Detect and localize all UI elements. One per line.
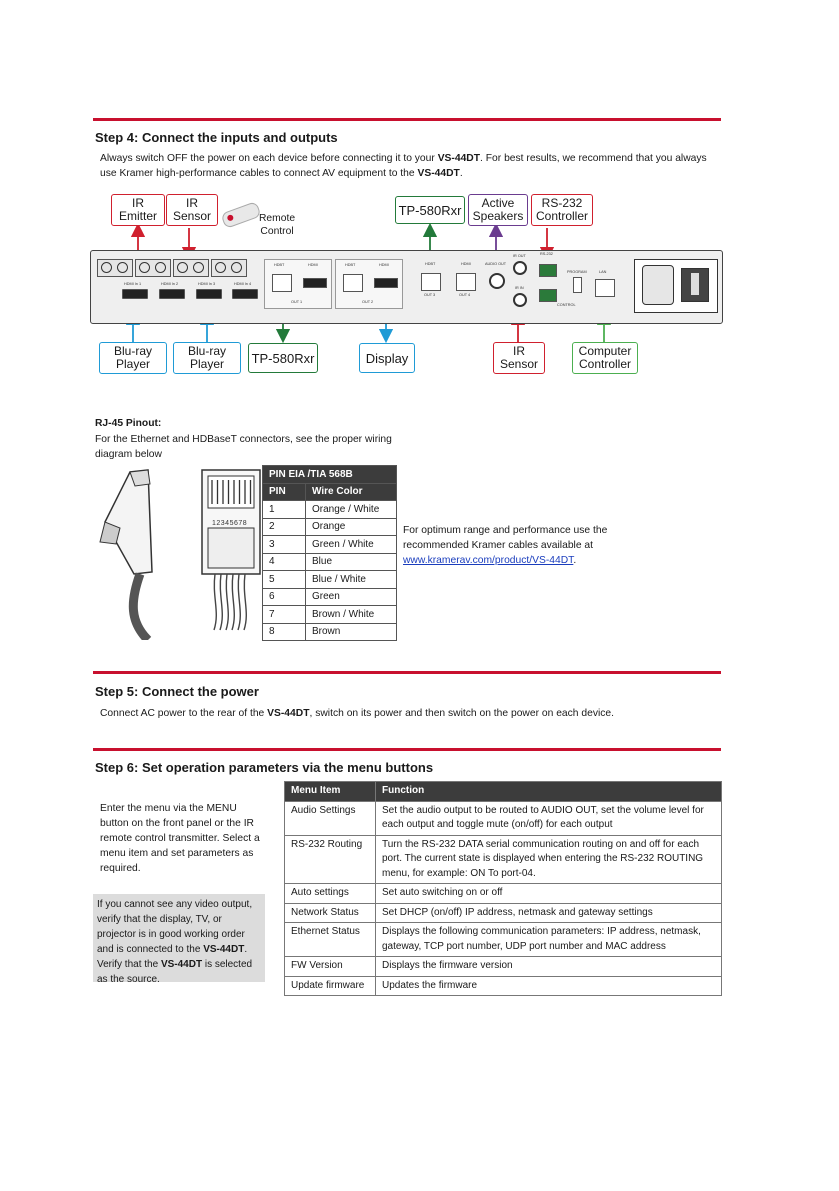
label-hdmi-in1: HDMI In 1	[124, 282, 142, 286]
step4-title: Step 4: Connect the inputs and outputs	[95, 130, 338, 145]
power-switch	[681, 268, 709, 302]
pin-col-header: PIN	[262, 482, 306, 501]
power-module	[634, 259, 718, 313]
section-divider	[93, 118, 721, 121]
video-output-note: If you cannot see any video output, veri…	[93, 894, 265, 985]
label-hdmi-in2: HDMI In 2	[161, 282, 179, 286]
section-divider	[93, 671, 721, 674]
out2-group: HDBT HDMI OUT 2	[335, 259, 403, 309]
rj45-description: For the Ethernet and HDBaseT connectors,…	[95, 434, 392, 460]
ir-out-jack	[513, 261, 527, 275]
product-link[interactable]: www.kramerav.com/product/VS-44DT	[403, 555, 574, 566]
rj45-pin-numbers: 12345678	[212, 520, 248, 527]
hdmi-in2-port	[159, 289, 185, 299]
hdmi-in1-port	[122, 289, 148, 299]
callout-bluray-2: Blu-ray Player	[173, 342, 241, 374]
out3-hdbt-port	[421, 273, 441, 291]
label-hdmi-in3: HDMI In 3	[198, 282, 216, 286]
menu-item-col-header: Menu Item	[284, 781, 376, 802]
step5-title: Step 5: Connect the power	[95, 684, 259, 699]
callout-rs232-controller: RS-232 Controller	[531, 194, 593, 226]
remote-control-icon	[220, 200, 262, 230]
rj45-title: RJ-45 Pinout:	[95, 418, 162, 429]
control-terminal	[539, 289, 557, 302]
callout-display: Display	[359, 343, 415, 373]
callout-tp580-bottom: TP-580Rxr	[248, 343, 318, 373]
callout-active-speakers: Active Speakers	[468, 194, 528, 226]
out1-hdmi-port	[303, 278, 327, 288]
callout-ir-sensor-bottom: IR Sensor	[493, 342, 545, 374]
out4-hdbt-port	[456, 273, 476, 291]
out2-hdbt-port	[343, 274, 363, 292]
pin-table-title: PIN EIA /TIA 568B	[262, 465, 397, 484]
lan-port	[595, 279, 615, 297]
ir-in-jack	[513, 293, 527, 307]
label-hdmi-in4: HDMI In 4	[234, 282, 252, 286]
step4-intro: Always switch OFF the power on each devi…	[100, 153, 707, 179]
program-usb-port	[573, 277, 582, 293]
color-col-header: Wire Color	[305, 482, 397, 501]
out1-group: HDBT HDMI OUT 1	[264, 259, 332, 309]
cable-recommendation: For optimum range and performance use th…	[403, 525, 608, 566]
callout-ir-sensor: IR Sensor	[166, 194, 218, 226]
step6-title: Step 6: Set operation parameters via the…	[95, 760, 434, 775]
section-divider	[93, 748, 721, 751]
hdmi-in3-port	[196, 289, 222, 299]
audio-out-jack	[489, 273, 505, 289]
rs232-terminal	[539, 264, 557, 277]
callout-tp580-top: TP-580Rxr	[395, 196, 465, 224]
device-rear-panel: HDMI In 1 HDMI In 2 HDMI In 3 HDMI In 4 …	[90, 250, 723, 324]
hdmi-in4-port	[232, 289, 258, 299]
out1-hdbt-port	[272, 274, 292, 292]
out2-hdmi-port	[374, 278, 398, 288]
function-col-header: Function	[375, 781, 722, 802]
callout-ir-emitter: IR Emitter	[111, 194, 165, 226]
step5-text: Connect AC power to the rear of the VS-4…	[100, 708, 615, 719]
callout-computer-controller: Computer Controller	[572, 342, 638, 374]
step6-intro: Enter the menu via the MENU button on th…	[100, 803, 260, 874]
ir-port-group	[97, 259, 257, 277]
power-inlet	[642, 265, 674, 305]
remote-control-label: Remote Control	[259, 213, 296, 237]
callout-bluray-1: Blu-ray Player	[99, 342, 167, 374]
rj45-connector-illustration	[99, 469, 261, 640]
